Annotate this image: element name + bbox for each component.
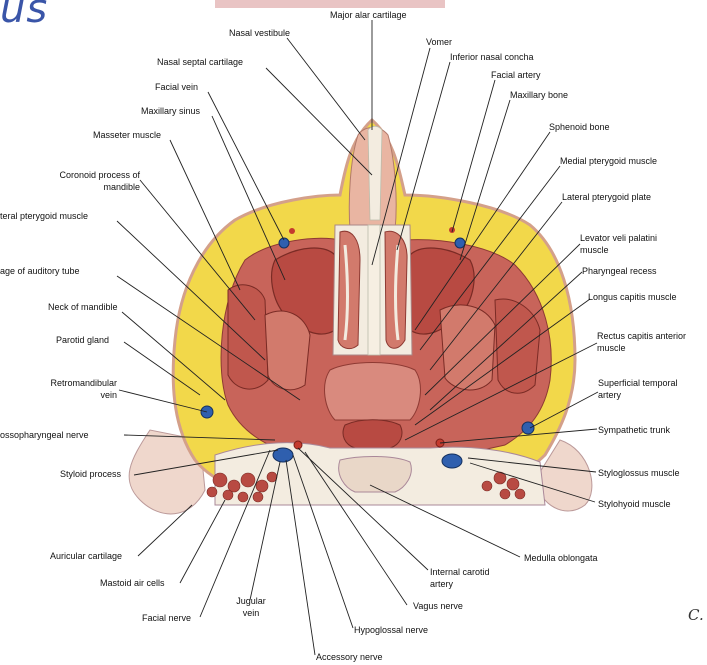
label-parotid-gland: Parotid gland bbox=[56, 335, 109, 346]
label-maxillary-sinus: Maxillary sinus bbox=[141, 106, 200, 117]
label-facial-artery: Facial artery bbox=[491, 70, 541, 81]
nasal-septum bbox=[368, 225, 380, 355]
label-levator-veli-line2: muscle bbox=[580, 245, 609, 256]
internal-carotid-left bbox=[294, 441, 302, 449]
label-hypoglossal-nerve: Hypoglossal nerve bbox=[354, 625, 428, 636]
longus-capitis bbox=[343, 420, 402, 448]
label-major-alar-cartilage: Major alar cartilage bbox=[330, 10, 407, 21]
corner-fragment: C. bbox=[688, 606, 704, 624]
photo-edge bbox=[215, 0, 445, 8]
label-levator-veli-line1: Levator veli palatini bbox=[580, 233, 657, 244]
label-facial-vein: Facial vein bbox=[155, 82, 198, 93]
label-nasal-vestibule: Nasal vestibule bbox=[229, 28, 290, 39]
label-medulla-oblongata: Medulla oblongata bbox=[524, 553, 598, 564]
label-rectus-capitis-line1: Rectus capitis anterior bbox=[597, 331, 686, 342]
label-facial-nerve: Facial nerve bbox=[142, 613, 191, 624]
label-lateral-pterygoid-plate: Lateral pterygoid plate bbox=[562, 192, 651, 203]
label-inferior-nasal-concha: Inferior nasal concha bbox=[450, 52, 534, 63]
label-mastoid-air-cells: Mastoid air cells bbox=[100, 578, 165, 589]
label-internal-carotid-line1: Internal carotid bbox=[430, 567, 490, 578]
label-cartilage-auditory-tube: age of auditory tube bbox=[0, 266, 80, 277]
label-superficial-temporal-line1: Superficial temporal bbox=[598, 378, 678, 389]
label-auricular-cartilage: Auricular cartilage bbox=[50, 551, 122, 562]
prevertebral-muscles bbox=[325, 363, 421, 421]
jugular-vein-right bbox=[442, 454, 462, 468]
label-neck-of-mandible: Neck of mandible bbox=[48, 302, 118, 313]
label-medial-pterygoid-muscle: Medial pterygoid muscle bbox=[560, 156, 657, 167]
label-lateral-pterygoid-muscle: teral pterygoid muscle bbox=[0, 211, 88, 222]
label-superficial-temporal-line2: artery bbox=[598, 390, 621, 401]
label-coronoid-process-line2: mandible bbox=[40, 182, 140, 193]
label-jugular-vein-line2: vein bbox=[230, 608, 272, 619]
medulla-oblongata bbox=[339, 456, 412, 492]
facial-artery-right bbox=[449, 227, 455, 233]
label-maxillary-bone: Maxillary bone bbox=[510, 90, 568, 101]
left-pterygoid bbox=[265, 311, 310, 390]
label-accessory-nerve: Accessory nerve bbox=[316, 652, 383, 663]
label-jugular-vein-line1: Jugular bbox=[230, 596, 272, 607]
label-styloglossus-muscle: Styloglossus muscle bbox=[598, 468, 680, 479]
label-internal-carotid-line2: artery bbox=[430, 579, 453, 590]
label-pharyngeal-recess: Pharyngeal recess bbox=[582, 266, 657, 277]
label-glossopharyngeal-nerve: ossopharyngeal nerve bbox=[0, 430, 89, 441]
label-sphenoid-bone: Sphenoid bone bbox=[549, 122, 610, 133]
label-coronoid-process-line1: Coronoid process of bbox=[40, 170, 140, 181]
label-stylohyoid-muscle: Stylohyoid muscle bbox=[598, 499, 671, 510]
label-vagus-nerve: Vagus nerve bbox=[413, 601, 463, 612]
label-longus-capitis: Longus capitis muscle bbox=[588, 292, 677, 303]
left-nasal-concha bbox=[338, 231, 360, 348]
label-retromandibular-line2: vein bbox=[20, 390, 117, 401]
label-masseter-muscle: Masseter muscle bbox=[93, 130, 161, 141]
label-rectus-capitis-line2: muscle bbox=[597, 343, 626, 354]
facial-artery-left bbox=[289, 228, 295, 234]
label-sympathetic-trunk: Sympathetic trunk bbox=[598, 425, 670, 436]
retromandibular-vein-right bbox=[522, 422, 534, 434]
label-styloid-process: Styloid process bbox=[60, 469, 121, 480]
facial-vein-right bbox=[455, 238, 465, 248]
left-masseter bbox=[228, 285, 268, 389]
label-nasal-septal-cartilage: Nasal septal cartilage bbox=[157, 57, 243, 68]
label-vomer: Vomer bbox=[426, 37, 452, 48]
label-retromandibular-line1: Retromandibular bbox=[20, 378, 117, 389]
